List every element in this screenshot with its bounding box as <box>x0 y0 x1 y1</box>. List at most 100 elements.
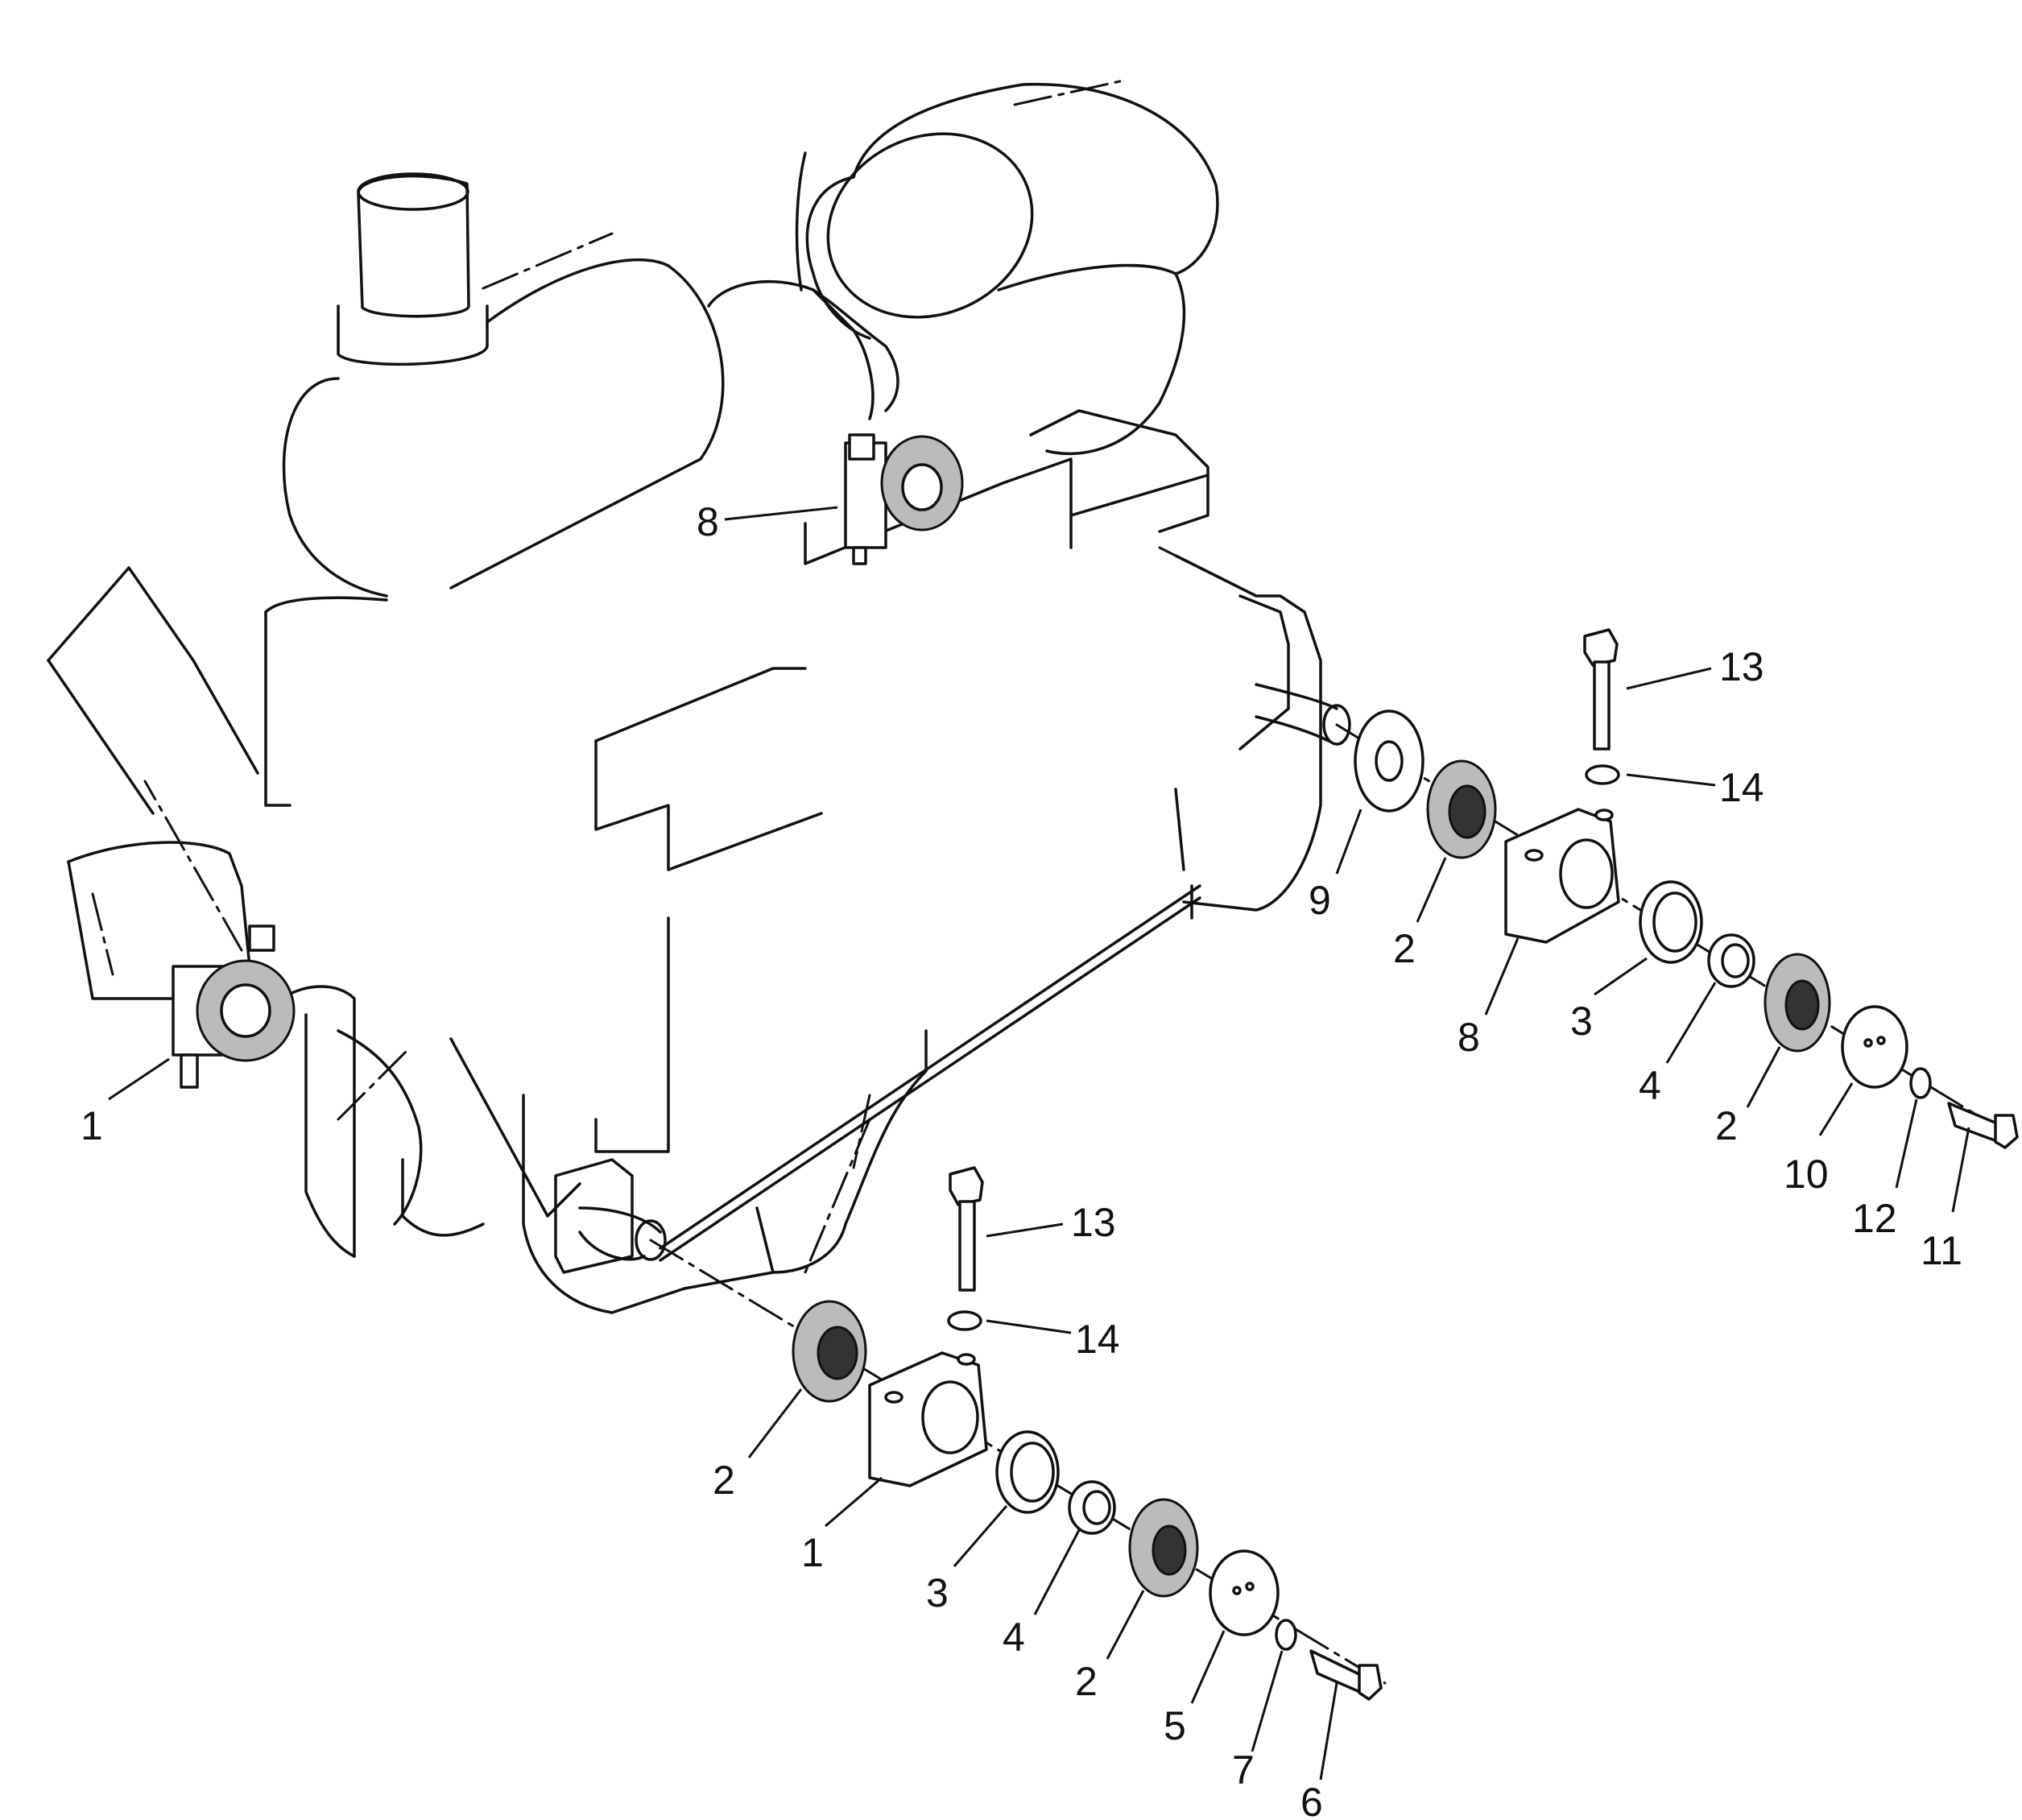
callout-6: 6 <box>1300 1780 1323 1820</box>
callout-1a: 1 <box>81 1103 103 1148</box>
muffler-end <box>805 176 871 340</box>
muffler-top <box>852 82 1219 275</box>
rear-mount-nut <box>848 433 875 461</box>
front-shaft-end <box>635 1219 667 1261</box>
block-flywheel-centerline <box>1158 546 1258 598</box>
rear-exploded-parts <box>1335 628 2019 1149</box>
front-exploded-parts <box>649 1166 1387 1701</box>
block-rocker-right <box>1029 409 1209 533</box>
fan-blade-lower-edge <box>304 1013 356 1258</box>
leader-2c <box>747 1388 803 1458</box>
callout-11: 11 <box>1921 1228 1962 1273</box>
part-8-bracket-hole-b <box>1594 809 1614 821</box>
part-7-washer <box>1275 1619 1297 1651</box>
front-shaft-top <box>578 1206 662 1234</box>
part-4-sleeve-a-inner <box>1721 943 1750 978</box>
fan-centerline2 <box>337 1045 412 1121</box>
fan-blade-left-edge <box>67 860 195 1000</box>
part-8-bracket-bore <box>1559 838 1614 909</box>
part-13-bolt-shank-b <box>958 1200 976 1292</box>
part-14-washer-b <box>947 1310 982 1331</box>
callout-2b: 2 <box>1715 1103 1738 1148</box>
intake-pipe-top <box>357 172 469 211</box>
fan-hub-lower <box>401 1158 485 1237</box>
block-rocker-cover <box>804 457 1209 565</box>
intake-pipe-collar <box>337 304 489 366</box>
rear-shaft-top <box>1255 683 1338 710</box>
installed-rear-mount <box>844 433 964 565</box>
callout-1b: 1 <box>801 1530 824 1575</box>
fan-blade-upper <box>47 566 259 775</box>
exhaust-pipe-inner <box>812 288 899 412</box>
part-1-bracket-hole-b <box>957 1353 976 1366</box>
front-mount-bolt <box>180 1053 199 1089</box>
part-1-bracket-hole-a <box>884 1391 903 1404</box>
part-2-cushion-c-hole <box>817 1326 858 1380</box>
callout-12: 12 <box>1852 1196 1897 1241</box>
callout-2d: 2 <box>1075 1659 1098 1704</box>
callout-labels: 1 8 13 14 9 2 8 3 4 2 10 12 11 13 14 2 1… <box>81 499 1962 1820</box>
oil-pan-right <box>683 1029 928 1290</box>
callout-13b: 13 <box>1071 1200 1116 1245</box>
leader-1b <box>825 1476 883 1528</box>
part-6-bolt-head <box>1358 1664 1383 1701</box>
part-3-bushing-b-inner <box>1010 1442 1055 1503</box>
part-9-washer-hole <box>1375 740 1404 782</box>
fan-blade-upper-edge <box>47 659 155 815</box>
air-cleaner-centerline <box>482 232 614 290</box>
rear-mount-cushion-hole <box>901 463 943 511</box>
leader-1a <box>108 1057 170 1101</box>
callout-9: 9 <box>1309 878 1331 923</box>
callout-7: 7 <box>1232 1748 1255 1793</box>
fan-blade-right <box>449 1037 581 1218</box>
block-housing-rib <box>1174 788 1185 871</box>
part-4-sleeve-b-inner <box>1082 1490 1111 1525</box>
leader-4b <box>1033 1529 1081 1615</box>
leader-14a <box>1626 773 1716 787</box>
block-side-panel <box>594 739 823 871</box>
muffler-centerline <box>1013 79 1125 106</box>
callout-8b: 8 <box>1458 1015 1480 1060</box>
part-5-plate-hole-b <box>1245 1582 1255 1591</box>
leader-8a <box>724 506 838 521</box>
intake-pipe-outline <box>357 174 470 318</box>
callout-2a: 2 <box>1393 926 1416 971</box>
callout-14b: 14 <box>1075 1317 1120 1362</box>
oil-pan-rib <box>755 1206 775 1274</box>
part-10-plate <box>1841 1005 1908 1089</box>
block-left-edge <box>264 610 292 807</box>
leader-8b <box>1484 937 1520 1015</box>
leader-5 <box>1190 1630 1226 1704</box>
callout-4b: 4 <box>1003 1615 1025 1660</box>
part-10-plate-hole-b <box>1876 1036 1886 1045</box>
callout-3a: 3 <box>1570 999 1593 1044</box>
leader-3a <box>1594 957 1648 996</box>
block-flywheel-housing <box>1174 554 1322 912</box>
part-1-bracket-bore <box>921 1380 979 1454</box>
part-3-bushing-a-inner <box>1652 891 1697 953</box>
leader-13b <box>986 1222 1064 1238</box>
leader-10 <box>1818 1082 1854 1136</box>
oil-pan-left <box>522 1094 686 1314</box>
part-5-plate <box>1209 1549 1280 1636</box>
leader-lines <box>108 506 1970 1781</box>
front-mount-cushion-hole <box>220 983 271 1038</box>
muffler-bottom <box>997 263 1186 456</box>
fan-blade-centerline <box>91 892 114 976</box>
rear-mount-bolt <box>852 546 867 565</box>
part-5-plate-hole-a <box>1232 1586 1242 1595</box>
part-13-bolt-shank-a <box>1593 660 1611 751</box>
leader-14b <box>986 1319 1072 1334</box>
callout-2c: 2 <box>713 1458 735 1503</box>
front-mount-bracket <box>554 1158 634 1274</box>
callout-3b: 3 <box>926 1570 949 1615</box>
rear-mount-bracket <box>1238 594 1290 751</box>
leader-13a <box>1626 667 1712 690</box>
front-shaft-bottom <box>578 1231 646 1261</box>
leader-11 <box>1951 1127 1970 1213</box>
callout-10: 10 <box>1784 1152 1829 1197</box>
callout-14a: 14 <box>1719 765 1764 810</box>
oil-pan-rail-inner <box>659 896 1201 1262</box>
part-8-bracket-hole-a <box>1524 849 1544 862</box>
